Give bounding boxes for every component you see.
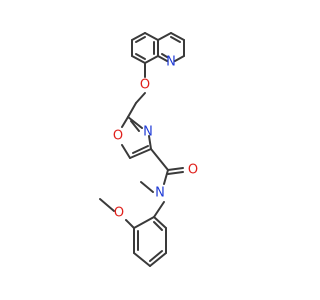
oxazole-nitrogen-label: N — [143, 125, 153, 140]
oxazole-oxygen-label: O — [113, 129, 123, 144]
molecule-canvas: N O O N O N O — [99, 32, 199, 267]
bond-lines — [99, 32, 185, 267]
ether-oxygen-label: O — [140, 78, 150, 93]
methoxy-oxygen-label: O — [114, 206, 124, 221]
carbonyl-oxygen-label: O — [188, 163, 198, 178]
atom-labels: N O O N O N O — [113, 55, 198, 221]
quinoline-nitrogen-label: N — [166, 55, 176, 70]
amide-nitrogen-label: N — [155, 186, 165, 201]
structure-diagram: N O O N O N O — [99, 32, 198, 267]
